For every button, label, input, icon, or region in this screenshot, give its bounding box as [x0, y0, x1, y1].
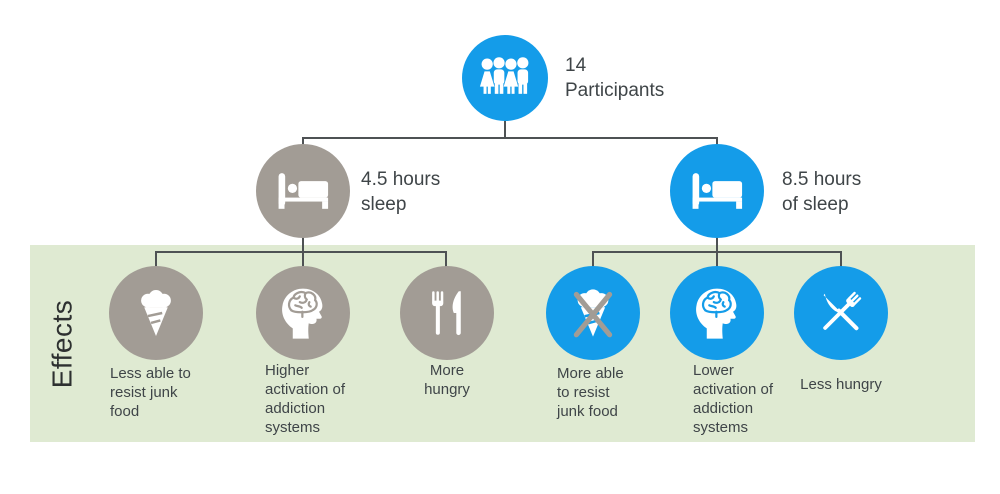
- connector-long-horizontal: [592, 251, 842, 253]
- connector-drop-sleep-long: [716, 139, 718, 147]
- effects-title-text: Effects: [46, 299, 77, 388]
- effect-label-1: Less able to resist junk food: [110, 365, 191, 420]
- connector-drop-effect-4: [592, 253, 594, 267]
- effect-label-5: Lower activation of addiction systems: [693, 362, 774, 436]
- effect-label-6: Less hungry: [800, 376, 882, 393]
- participants-label: 14 Participants: [565, 55, 665, 101]
- connector-drop-effect-3: [445, 253, 447, 267]
- connector-short-stub: [302, 236, 304, 252]
- effect-brain-lower: [670, 266, 764, 360]
- connector-drop-effect-1: [155, 253, 157, 267]
- connector-top-horizontal: [302, 137, 718, 139]
- sleep-short-label: 4.5 hours sleep: [361, 169, 441, 215]
- effect-label-3: More hungry: [424, 362, 470, 398]
- bed-icon: [684, 158, 750, 224]
- effect-more-hungry: [400, 266, 494, 360]
- node-participants: [462, 35, 548, 121]
- people-group-icon: [472, 45, 538, 111]
- node-sleep-short: [256, 144, 350, 238]
- effect-label-2: Higher activation of addiction systems: [265, 362, 346, 436]
- fork-and-knife-icon: [416, 282, 478, 344]
- connector-drop-effect-2: [302, 253, 304, 267]
- connector-short-horizontal: [155, 251, 447, 253]
- connector-long-stub: [716, 236, 718, 252]
- ice-cream-icon: [125, 282, 187, 344]
- connector-drop-effect-6: [840, 253, 842, 267]
- connector-drop-effect-5: [716, 253, 718, 267]
- connector-drop-sleep-short: [302, 139, 304, 147]
- effect-brain-higher: [256, 266, 350, 360]
- brain-head-icon: [685, 281, 749, 345]
- effect-less-hungry: [794, 266, 888, 360]
- connector-root-stub: [504, 121, 506, 139]
- crossed-fork-and-knife-icon: [809, 281, 873, 345]
- effect-crossed-ice-cream: [546, 266, 640, 360]
- node-sleep-long: [670, 144, 764, 238]
- bed-icon: [270, 158, 336, 224]
- effects-band-title: Effects: [32, 245, 92, 442]
- effect-label-4: More able to resist junk food: [557, 365, 624, 420]
- effect-ice-cream: [109, 266, 203, 360]
- brain-head-icon: [271, 281, 335, 345]
- crossed-ice-cream-icon: [561, 281, 625, 345]
- sleep-long-label: 8.5 hours of sleep: [782, 169, 862, 215]
